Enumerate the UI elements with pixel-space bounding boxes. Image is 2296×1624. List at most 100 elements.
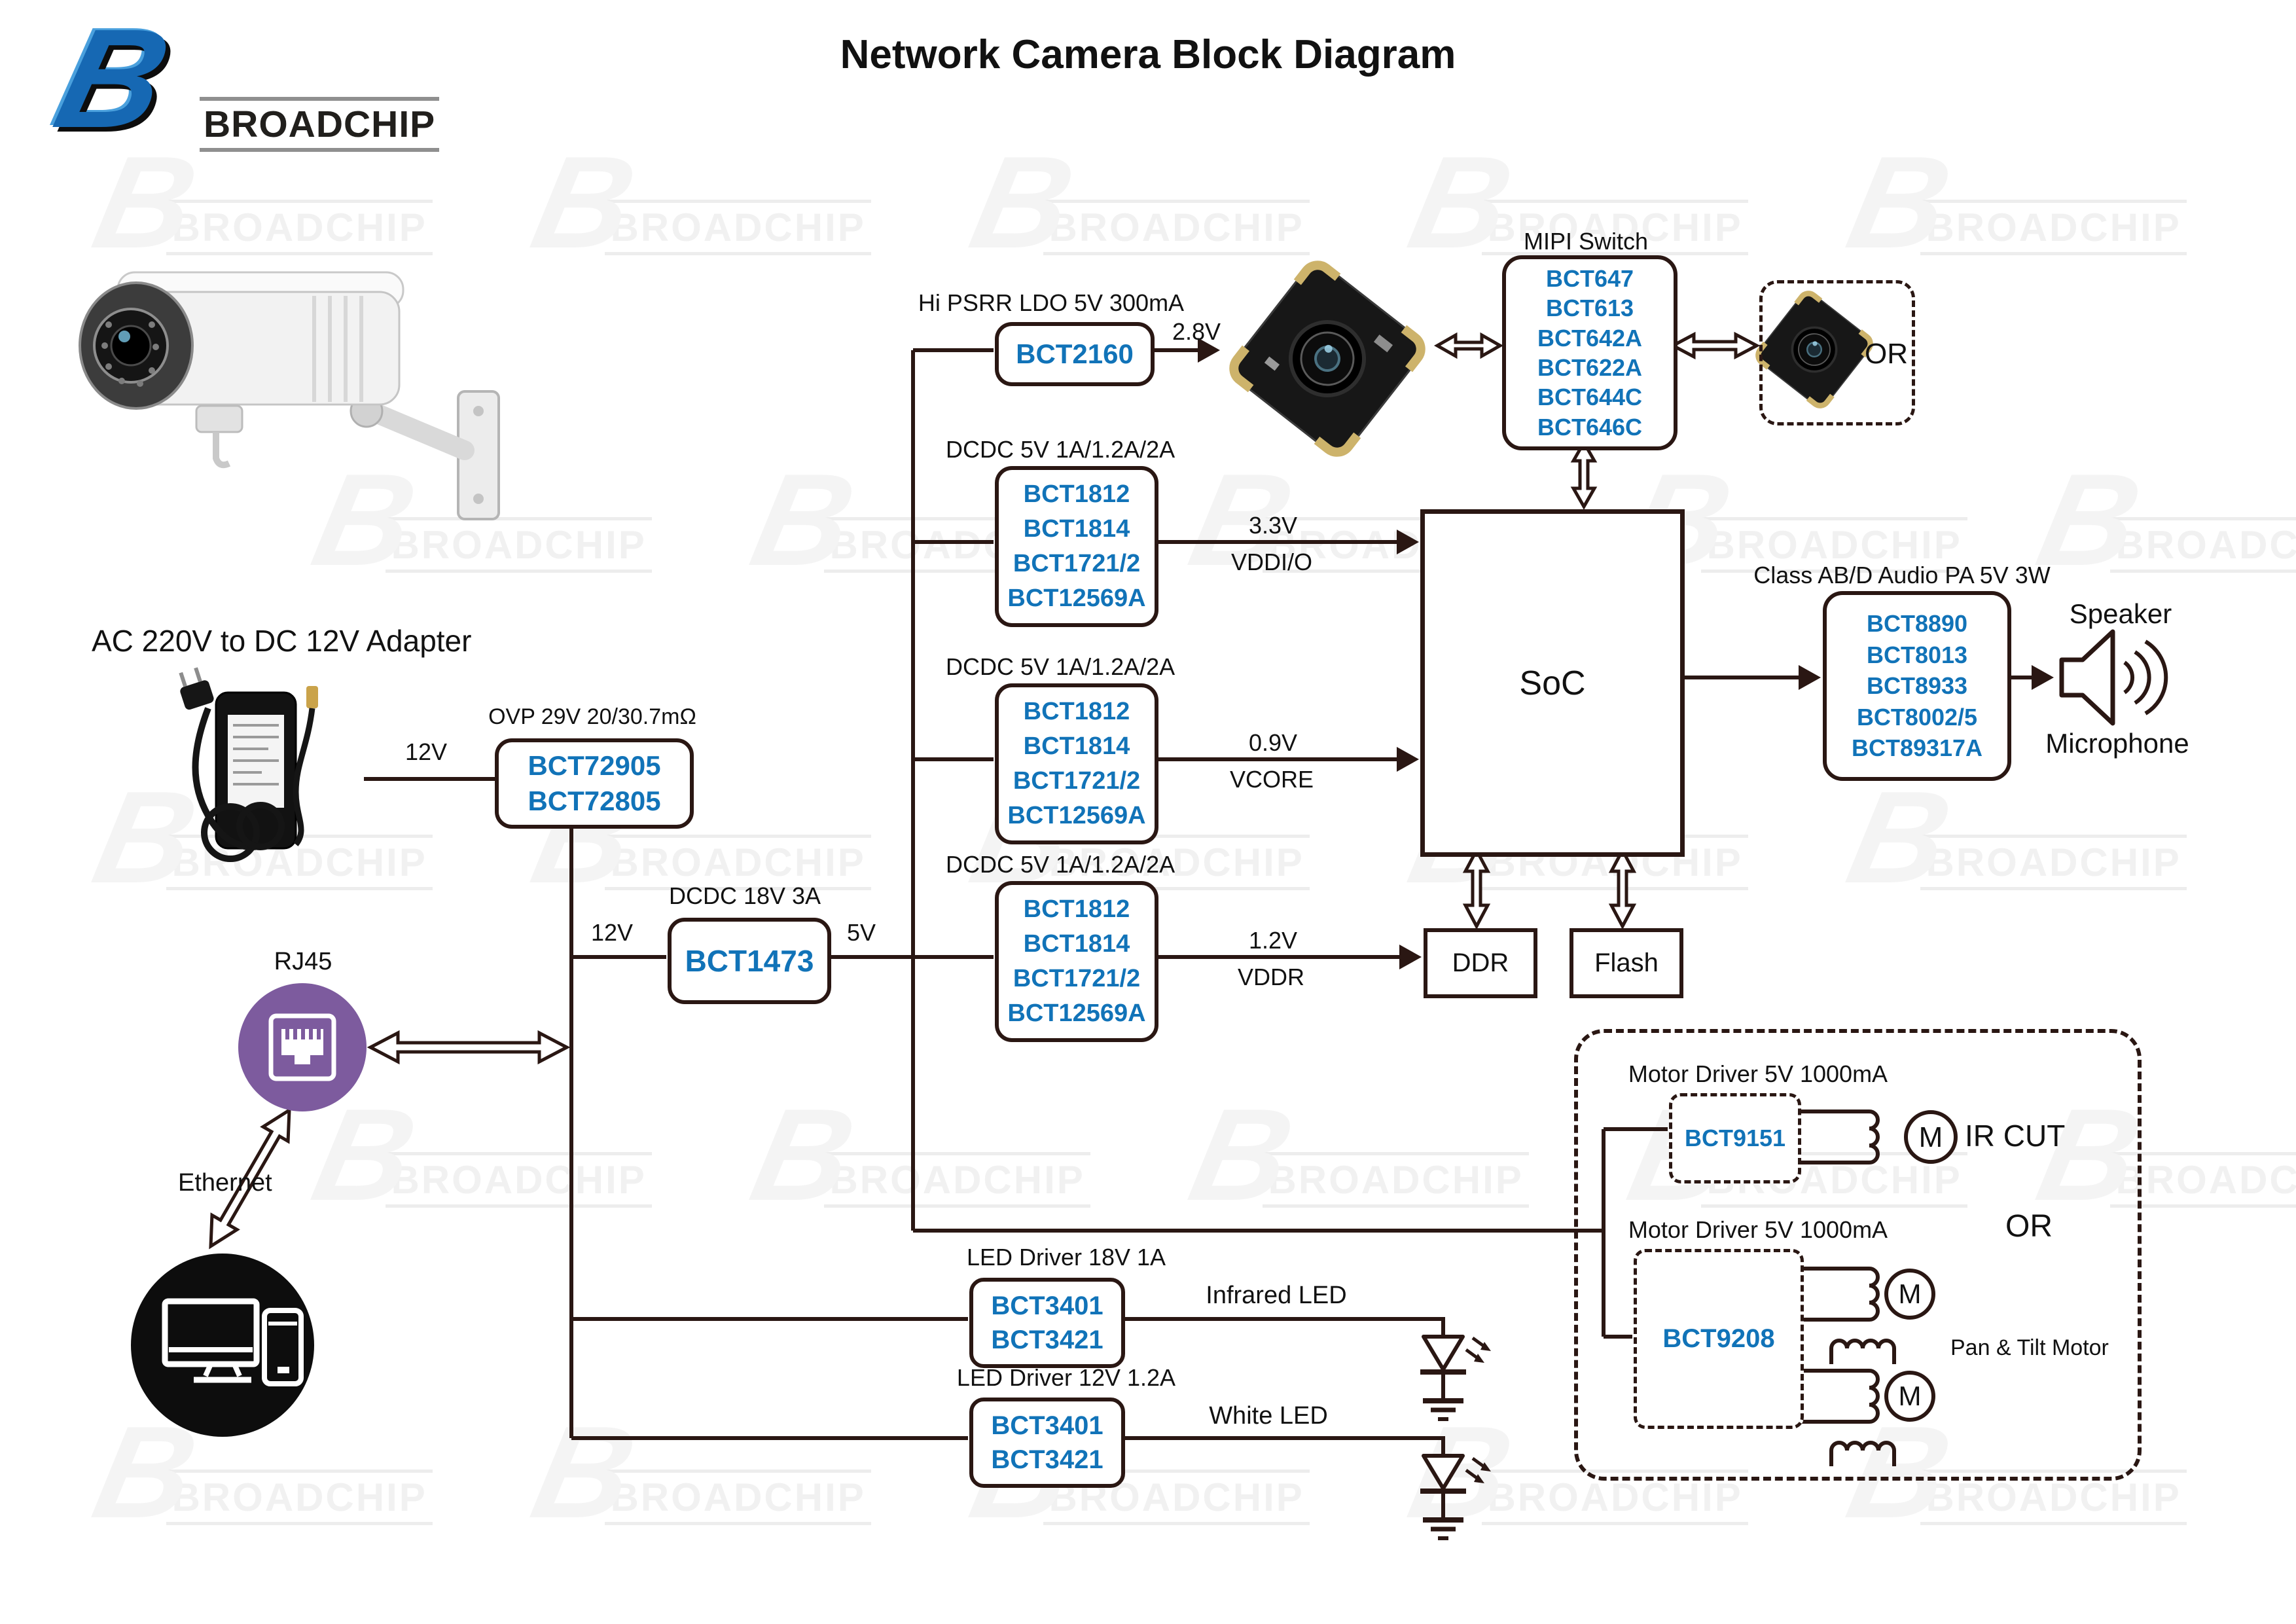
dcdc1-net-label: VDDI/O	[1230, 549, 1312, 575]
mipi-label: MIPI Switch	[1523, 228, 1649, 255]
chip-label: BCT647	[1545, 264, 1634, 292]
chip-label: BCT642A	[1537, 324, 1643, 352]
flash-box: Flash	[1570, 928, 1683, 998]
audio-box: BCT8890 BCT8013 BCT8933 BCT8002/5 BCT893…	[1823, 591, 2011, 781]
chip-label: BCT3421	[991, 1326, 1103, 1354]
bus-lines	[364, 348, 2033, 1454]
rj45-bus-arrow	[367, 1030, 571, 1065]
chip-label: BCT12569A	[1007, 585, 1146, 613]
motor-or-label: OR	[2005, 1209, 2053, 1244]
ethernet-label: Ethernet	[178, 1169, 272, 1197]
chip-label: BCT3401	[991, 1411, 1103, 1440]
chip-label: BCT8013	[1866, 641, 1968, 668]
led2-box: BCT3401 BCT3421	[969, 1398, 1125, 1488]
rj45-icon	[238, 983, 367, 1111]
dcdc2-rail-label: 0.9V	[1248, 729, 1298, 756]
soc-flash-arrow	[1608, 846, 1637, 930]
camera-module-2	[1755, 291, 1873, 408]
ldo-out-label: 2.8V	[1172, 318, 1221, 345]
chip-label: BCT1812	[1023, 697, 1130, 725]
camera-module-1	[1229, 261, 1426, 457]
camera2-or-label: OR	[1865, 338, 1908, 370]
chip-label: BCT1814	[1023, 732, 1130, 760]
dcdc3-label: DCDC 5V 1A/1.2A/2A	[946, 851, 1175, 878]
dcdc2-label: DCDC 5V 1A/1.2A/2A	[946, 653, 1175, 680]
rj45-label: RJ45	[274, 948, 332, 975]
chip-label: BCT1814	[1023, 929, 1130, 958]
adapter-12v-label: 12V	[404, 738, 448, 765]
ddr-box: DDR	[1424, 928, 1537, 998]
chip-label: BCT622A	[1537, 354, 1643, 381]
ddr-label: DDR	[1452, 948, 1509, 977]
adapter-caption: AC 220V to DC 12V Adapter	[92, 624, 472, 658]
chip-label: BCT72905	[528, 750, 661, 782]
ovp-box: BCT72905 BCT72805	[495, 738, 694, 829]
buck-in-label: 12V	[590, 919, 634, 946]
chip-label: BCT9151	[1684, 1125, 1786, 1151]
ethernet-arrow	[209, 1107, 291, 1250]
chip-label: BCT89317A	[1851, 734, 1983, 762]
dcdc3-net-label: VDDR	[1237, 964, 1304, 990]
soc-box: SoC	[1420, 509, 1685, 857]
chip-label: BCT1721/2	[1013, 767, 1141, 795]
led1-label: LED Driver 18V 1A	[966, 1244, 1166, 1271]
chip-label: BCT12569A	[1007, 1000, 1146, 1028]
led1-out-label: Infrared LED	[1206, 1282, 1347, 1309]
speaker-icon	[2059, 629, 2168, 726]
broadchip-logo: B BROADCHIP	[43, 0, 440, 157]
ldo-box: BCT2160	[995, 322, 1155, 386]
logo-brand-text: BROADCHIP	[200, 97, 440, 152]
dcdc3-rail-label: 1.2V	[1248, 927, 1298, 954]
mipi-camera2-arrow	[1669, 331, 1761, 360]
motor1-label: Motor Driver 5V 1000mA	[1628, 1060, 1888, 1087]
chip-label: BCT12569A	[1007, 802, 1146, 830]
chip-label: BCT1721/2	[1013, 550, 1141, 577]
camera2-option-box	[1759, 280, 1915, 425]
dcdc1-rail-label: 3.3V	[1248, 512, 1298, 539]
led1-box: BCT3401 BCT3421	[969, 1278, 1125, 1368]
chip-label: BCT3401	[991, 1291, 1103, 1320]
motor-section-box	[1574, 1029, 2142, 1481]
ldo-label: Hi PSRR LDO 5V 300mA	[918, 289, 1185, 316]
infrared-led-symbol	[1420, 1335, 1491, 1421]
flash-label: Flash	[1594, 948, 1659, 977]
arrowheads	[1198, 338, 2054, 969]
m3-label: M	[1899, 1380, 1922, 1411]
motor2-label: Motor Driver 5V 1000mA	[1628, 1216, 1888, 1243]
dcdc2-net-label: VCORE	[1229, 766, 1314, 793]
m2-label: M	[1899, 1278, 1922, 1309]
chip-label: BCT1473	[685, 944, 814, 978]
motor2-box: BCT9208	[1634, 1249, 1804, 1429]
audio-label: Class AB/D Audio PA 5V 3W	[1753, 562, 2051, 588]
chip-label: BCT1721/2	[1013, 965, 1141, 992]
speaker-label: Speaker	[2069, 598, 2172, 629]
camera1-mipi-arrow	[1433, 332, 1504, 359]
motor-m-circles: M M M	[1884, 1110, 1958, 1422]
chip-label: BCT644C	[1537, 384, 1643, 411]
dcdc1-box: BCT1812 BCT1814 BCT1721/2 BCT12569A	[995, 466, 1158, 627]
client-devices-icon	[131, 1254, 314, 1437]
chip-label: BCT1812	[1023, 480, 1130, 508]
logo-b-icon: B	[42, 0, 184, 157]
bullet-camera-photo	[79, 271, 500, 520]
motor-windings	[1796, 1110, 1896, 1466]
ircut-label: IR CUT	[1965, 1119, 2066, 1153]
chip-label: BCT9208	[1662, 1324, 1775, 1353]
dcdc2-box: BCT1812 BCT1814 BCT1721/2 BCT12569A	[995, 683, 1158, 844]
chip-label: BCT72805	[528, 785, 661, 816]
chip-label: BCT8890	[1866, 610, 1968, 638]
page-title: Network Camera Block Diagram	[840, 32, 1456, 77]
m1-label: M	[1919, 1121, 1943, 1153]
mipi-box: BCT647 BCT613 BCT642A BCT622A BCT644C BC…	[1502, 255, 1677, 450]
ovp-label: OVP 29V 20/30.7mΩ	[488, 704, 696, 729]
led2-out-label: White LED	[1209, 1402, 1328, 1430]
dcdc1-label: DCDC 5V 1A/1.2A/2A	[946, 436, 1175, 463]
soc-label: SoC	[1519, 664, 1586, 702]
chip-label: BCT2160	[1016, 338, 1134, 369]
chip-label: BCT1812	[1023, 895, 1130, 923]
chip-label: BCT613	[1545, 295, 1634, 322]
microphone-label: Microphone	[2045, 728, 2189, 759]
chip-label: BCT646C	[1537, 413, 1643, 441]
